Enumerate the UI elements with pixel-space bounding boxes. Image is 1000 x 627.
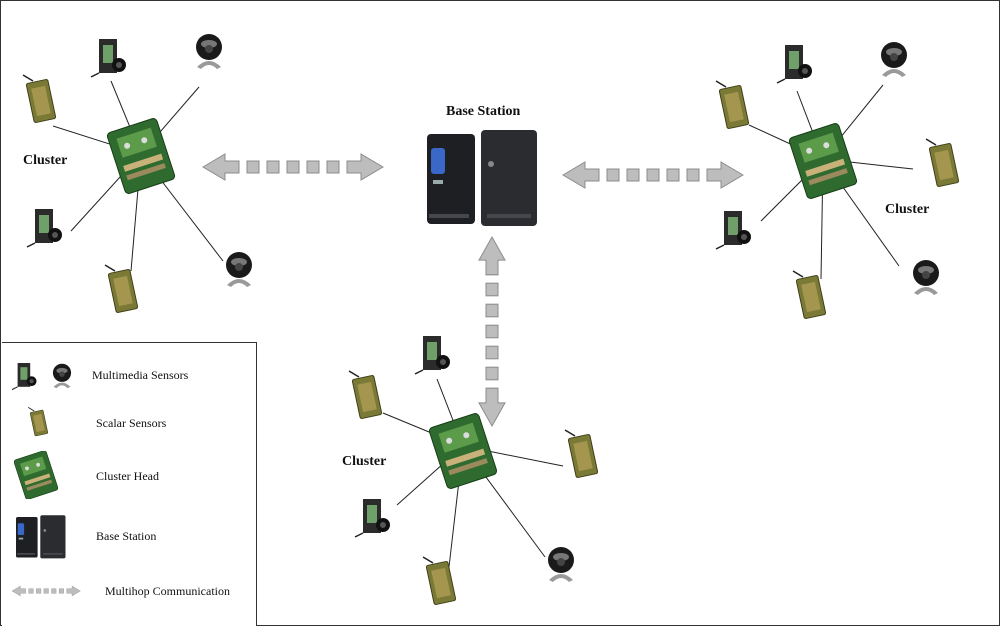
cluster-head-icon bbox=[787, 122, 859, 200]
multihop-arrow-icon bbox=[11, 585, 81, 597]
camera-sensor-icon bbox=[26, 208, 63, 248]
multihop-arrow-bottom bbox=[478, 236, 506, 427]
webcam-sensor-icon bbox=[881, 42, 907, 77]
cluster-label-right: Cluster bbox=[885, 202, 930, 217]
legend-label-cluster-head: Cluster Head bbox=[96, 469, 159, 483]
camera-sensor-icon bbox=[354, 498, 391, 538]
camera-sensor-icon bbox=[90, 38, 127, 78]
webcam-sensor-icon bbox=[226, 252, 252, 287]
scalar-sensor-icon bbox=[564, 429, 599, 479]
base-station-server bbox=[427, 130, 537, 226]
cluster-label-bottom: Cluster bbox=[342, 454, 387, 469]
scalar-sensor-icon bbox=[22, 74, 57, 124]
scalar-sensor-icon bbox=[27, 406, 49, 437]
legend-label-multihop: Multihop Communication bbox=[105, 584, 230, 598]
multihop-arrow-right bbox=[562, 161, 744, 189]
scalar-sensor-icon bbox=[422, 556, 457, 606]
webcam-sensor-icon bbox=[548, 547, 574, 582]
legend-label-scalar: Scalar Sensors bbox=[96, 416, 167, 430]
legend-label-multimedia: Multimedia Sensors bbox=[92, 368, 189, 382]
webcam-sensor-icon bbox=[913, 260, 939, 295]
camera-sensor-icon bbox=[776, 44, 813, 84]
legend: Multimedia Sensors Scalar Sensors Cluste… bbox=[2, 342, 257, 626]
scalar-sensor-icon bbox=[715, 80, 750, 130]
camera-sensor-icon bbox=[715, 210, 752, 250]
cluster-label-top-left: Cluster bbox=[23, 153, 68, 168]
webcam-sensor-icon bbox=[196, 34, 222, 69]
scalar-sensor-icon bbox=[348, 370, 383, 420]
multimedia-sensor-icons bbox=[12, 362, 72, 391]
cluster-head-icon bbox=[105, 117, 177, 195]
base-station-icon bbox=[16, 515, 66, 559]
camera-sensor-icon bbox=[414, 335, 451, 375]
cluster-head-icon bbox=[14, 451, 58, 499]
base-station-label: Base Station bbox=[446, 104, 521, 119]
multihop-arrow-left bbox=[202, 153, 384, 181]
legend-label-base-station: Base Station bbox=[96, 529, 157, 543]
cluster-head-icon bbox=[427, 412, 499, 490]
scalar-sensor-icon bbox=[925, 138, 960, 188]
scalar-sensor-icon bbox=[104, 264, 139, 314]
